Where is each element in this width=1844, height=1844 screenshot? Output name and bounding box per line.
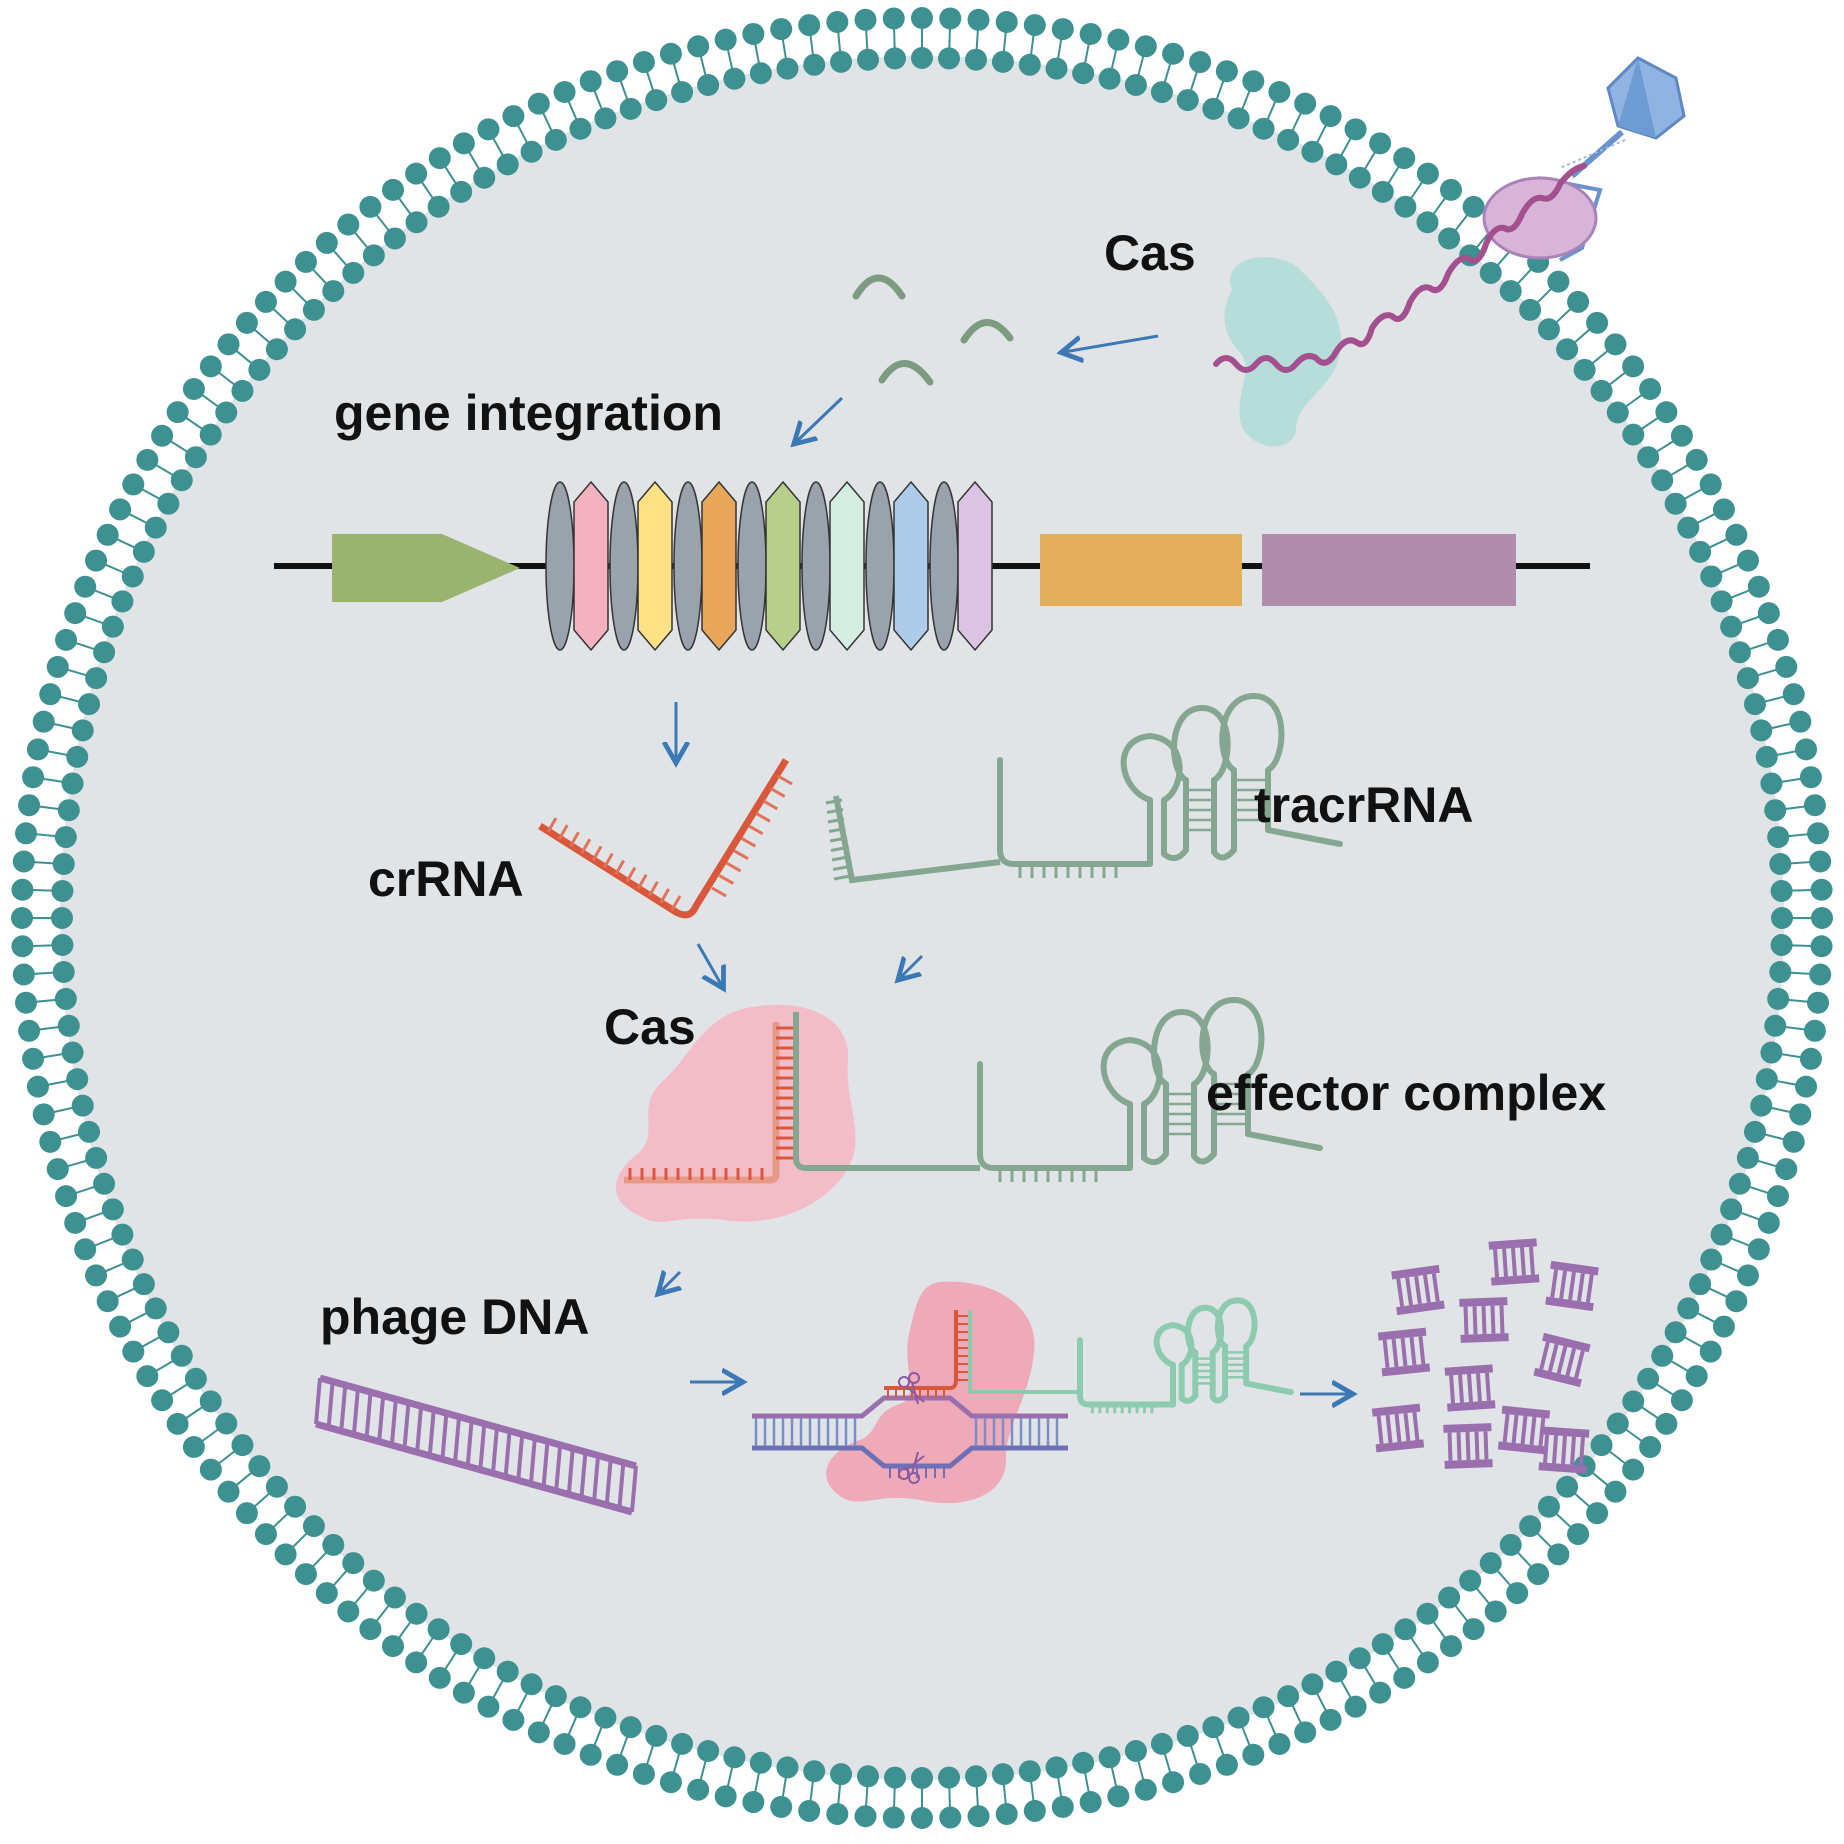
- cas-label-top: Cas: [1104, 225, 1196, 281]
- cas-gene-1: [1040, 534, 1242, 606]
- crispr-locus: [274, 480, 1590, 652]
- bacteriophage-icon: [1482, 56, 1686, 262]
- cas-label-mid: Cas: [604, 999, 696, 1055]
- effector-complex: [615, 997, 1323, 1222]
- phage-dna: [314, 1374, 638, 1516]
- scissors-icon: [898, 1372, 925, 1484]
- crrna-label: crRNA: [368, 851, 524, 907]
- gene-integration-label: gene integration: [334, 385, 723, 441]
- cleavage-complex: [752, 1281, 1294, 1504]
- degraded-dna-fragments: [1371, 1238, 1599, 1474]
- cas-protein-top: [1224, 257, 1341, 447]
- cell-cytoplasm: [60, 56, 1784, 1780]
- tracrrna: [825, 693, 1343, 884]
- leader-sequence: [332, 534, 520, 602]
- crrna: [538, 758, 793, 919]
- dna-fragments: [852, 274, 1014, 386]
- phage-genome-strand: [1213, 163, 1587, 373]
- cell-membrane: [11, 7, 1833, 1829]
- arrow-5: [900, 954, 924, 978]
- cas-gene-2: [1262, 534, 1516, 606]
- effector-complex-label: effector complex: [1206, 1065, 1606, 1121]
- arrow-2: [796, 396, 844, 442]
- phage-dna-label: phage DNA: [320, 1289, 589, 1345]
- arrow-6: [660, 1272, 680, 1292]
- tracrrna-label: tracrRNA: [1254, 777, 1474, 833]
- arrow-1: [1064, 334, 1159, 352]
- crispr-array: [545, 480, 993, 652]
- arrow-4: [696, 943, 722, 986]
